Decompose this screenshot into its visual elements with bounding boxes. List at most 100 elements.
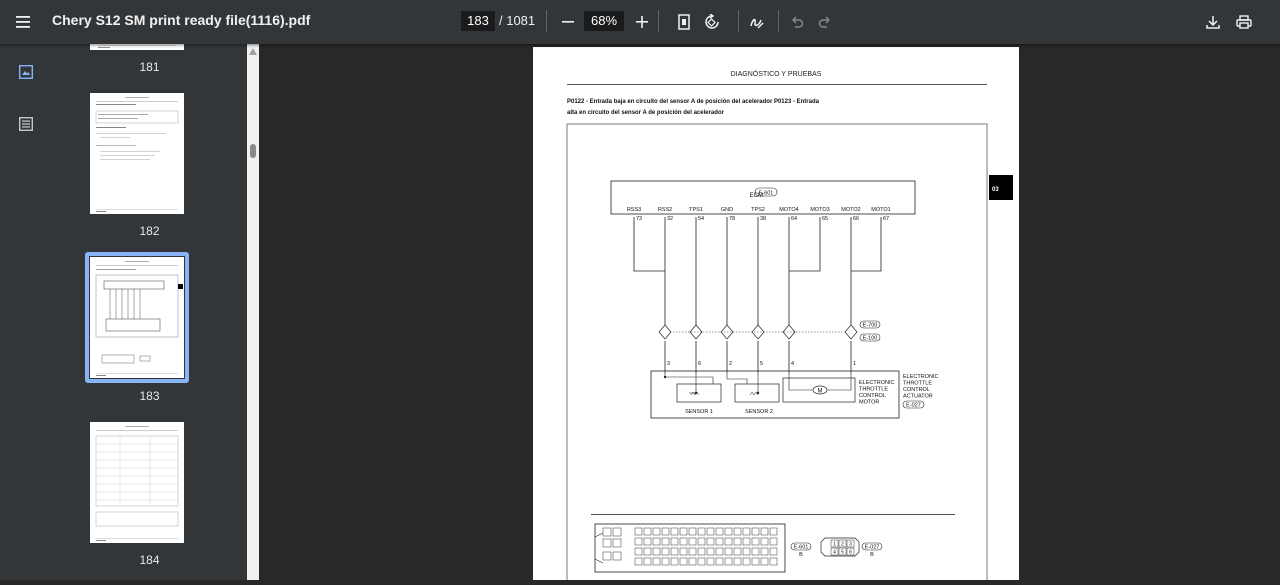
- thumbnails-view-icon[interactable]: [18, 64, 34, 84]
- rotate-icon[interactable]: [698, 8, 726, 36]
- thumbnail-scrollbar[interactable]: [247, 44, 259, 580]
- connector-cavity: [697, 527, 706, 536]
- actuator-label-line: ACTUATOR: [903, 394, 933, 400]
- junction-label-1: E-700: [863, 323, 878, 329]
- pdf-toolbar: Chery S12 SM print ready file(1116).pdf …: [0, 0, 1280, 44]
- zoom-in-icon[interactable]: [628, 8, 656, 36]
- fit-page-icon[interactable]: [670, 8, 698, 36]
- connector-cavity: [612, 551, 622, 561]
- connector-cavity: [751, 557, 760, 566]
- connector-cavity: [724, 537, 733, 546]
- download-icon[interactable]: [1199, 8, 1227, 36]
- connector-cavity: [751, 547, 760, 556]
- wiring-diagram: ECM E-601 RSS373RSS232TPS154GND78TPS238M…: [566, 123, 988, 580]
- connector-cavity: [634, 537, 643, 546]
- actuator-label-line: ELECTRONIC: [903, 374, 938, 380]
- connector-cavity: [846, 547, 855, 556]
- connector-cavity: [733, 537, 742, 546]
- motor-label-line: ELECTRONIC: [859, 380, 894, 386]
- connector-cavity: [679, 547, 688, 556]
- outline-view-icon[interactable]: [18, 116, 34, 136]
- connector-cavity: [661, 547, 670, 556]
- connector-cavity: [670, 537, 679, 546]
- zoom-out-icon[interactable]: [554, 8, 582, 36]
- connector-cavity: [742, 537, 751, 546]
- page-thumbnail[interactable]: [90, 44, 184, 50]
- ecm-pin-number: 54: [698, 216, 704, 222]
- connector-cavity: [652, 527, 661, 536]
- page-thumbnail[interactable]: [90, 422, 184, 543]
- connector-cavity: [670, 557, 679, 566]
- thumbnail-label: 184: [139, 553, 160, 567]
- connector-cavity: [652, 557, 661, 566]
- connector-cavity: [715, 547, 724, 556]
- connector-pin-number: 4: [833, 550, 836, 556]
- annotate-icon[interactable]: [743, 8, 771, 36]
- zoom-input[interactable]: 68%: [584, 11, 624, 31]
- thumbnail-pane: 181 182: [52, 44, 247, 580]
- connector-cavity: [652, 547, 661, 556]
- connector-cavity: [760, 547, 769, 556]
- connector-cavity: [838, 547, 847, 556]
- redo-icon[interactable]: [811, 8, 839, 36]
- connector-cavity: [760, 537, 769, 546]
- ecm-pin-number: 66: [853, 216, 859, 222]
- thumbnail-label: 183: [139, 389, 160, 403]
- ecm-pin-number: 67: [883, 216, 889, 222]
- connector-cavity: [724, 557, 733, 566]
- actuator-pin-number: 1: [853, 361, 856, 367]
- motor-symbol: M: [818, 389, 823, 395]
- connector-cavity: [612, 527, 622, 537]
- splice-junction: [658, 324, 672, 340]
- connector-cavity: [688, 537, 697, 546]
- page-subtitle-line1: P0122 - Entrada baja en circuito del sen…: [567, 99, 819, 105]
- toolbar-divider: [658, 10, 659, 32]
- document-viewer: DIAGNÓSTICO Y PRUEBAS P0122 - Entrada ba…: [259, 44, 1280, 580]
- ecm-pin-number: 38: [760, 216, 766, 222]
- connector-cavity: [643, 527, 652, 536]
- ecm-pin-name: MOTO1: [871, 207, 890, 213]
- connector-cavity: [742, 527, 751, 536]
- motor-label-line: CONTROL: [859, 393, 886, 399]
- connector-cavity: [715, 537, 724, 546]
- actuator-pin-number: 6: [698, 361, 701, 367]
- connector-cavity: [634, 547, 643, 556]
- page-number-input[interactable]: 183: [461, 11, 495, 31]
- junction-label-2: E-100: [863, 336, 878, 342]
- motor-label-line: MOTOR: [859, 400, 879, 406]
- connector-cavity: [742, 547, 751, 556]
- actuator-pin-number: 4: [791, 361, 794, 367]
- print-icon[interactable]: [1230, 8, 1258, 36]
- ecm-label: ECM: [750, 193, 763, 199]
- toolbar-divider: [738, 10, 739, 32]
- connector-cavity: [760, 557, 769, 566]
- section-tab: 03: [989, 175, 1013, 200]
- connector-cavity: [724, 527, 733, 536]
- ecm-pin-name: RSS2: [658, 207, 672, 213]
- connector-cavity: [697, 537, 706, 546]
- connector-left-id: E-601: [794, 545, 809, 551]
- page-thumbnail-selected[interactable]: [90, 257, 184, 378]
- connector-cavity: [724, 547, 733, 556]
- menu-icon[interactable]: [10, 8, 38, 36]
- sensor2-label: SENSOR 2: [745, 409, 773, 415]
- sensor1-label: SENSOR 1: [685, 409, 713, 415]
- page-thumbnail[interactable]: [90, 93, 184, 214]
- connector-left-sub: B: [799, 552, 803, 558]
- actuator-label-line: CONTROL: [903, 387, 930, 393]
- connector-pin-number: 2: [841, 542, 844, 548]
- actuator-pin-number: 3: [667, 361, 670, 367]
- undo-icon[interactable]: [783, 8, 811, 36]
- connector-cavity: [715, 527, 724, 536]
- connector-cavity: [742, 557, 751, 566]
- ecm-pin-number: 32: [667, 216, 673, 222]
- ecm-pin-number: 78: [729, 216, 735, 222]
- connector-right-sub: B: [870, 552, 874, 558]
- actuator-label-line: THROTTLE: [903, 381, 932, 387]
- ecm-pin-number: 65: [822, 216, 828, 222]
- thumbnail-selection: [85, 252, 189, 383]
- connector-cavity: [706, 547, 715, 556]
- actuator-pin-number: 5: [760, 361, 763, 367]
- ecm-pin-name: MOTO4: [779, 207, 798, 213]
- scroll-thumb: [250, 144, 256, 158]
